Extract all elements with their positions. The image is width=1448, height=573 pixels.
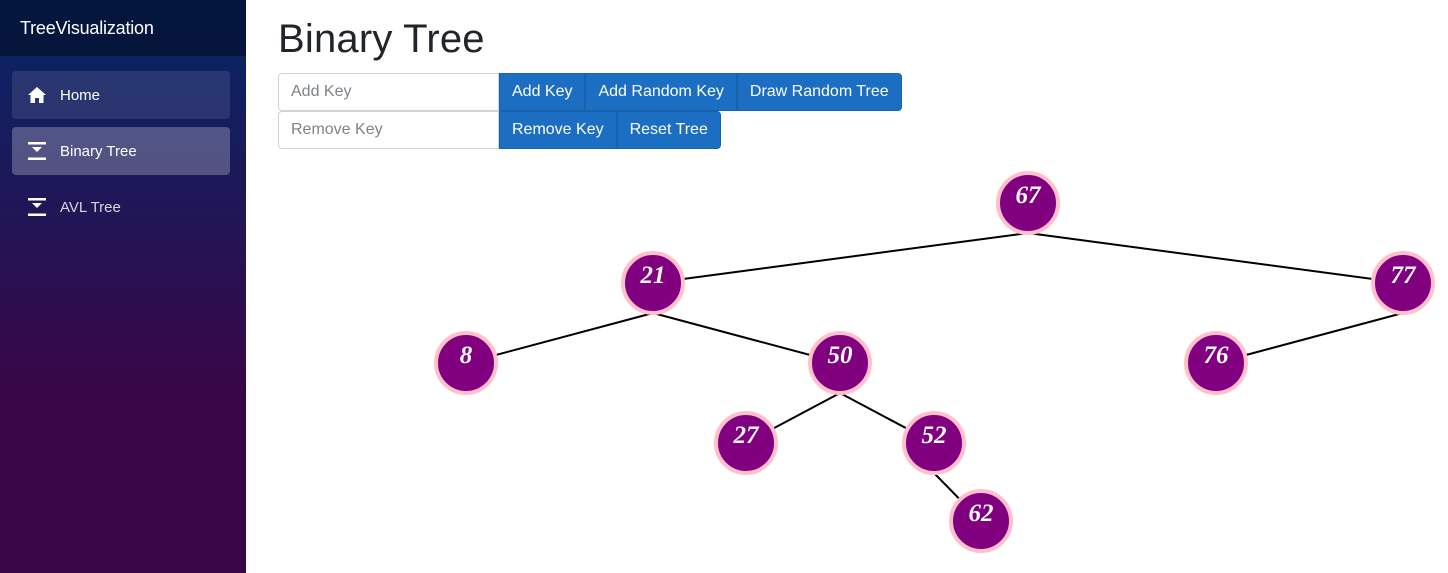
page-title: Binary Tree <box>278 17 485 61</box>
tree-node-label: 21 <box>640 262 666 289</box>
tree-edge-21-50 <box>652 312 841 364</box>
tree-node-circle <box>949 489 1013 553</box>
tree-node-label: 77 <box>1391 262 1418 289</box>
tree-edge-67-21 <box>652 232 1029 284</box>
reset-tree-button[interactable]: Reset Tree <box>616 111 721 149</box>
tree-node-circle <box>808 331 872 395</box>
tree-node-76[interactable]: 76 <box>1184 331 1248 395</box>
sidebar-item-binary-tree[interactable]: Binary Tree <box>12 127 230 175</box>
tree-node-circle <box>714 411 778 475</box>
tree-node-62[interactable]: 62 <box>949 489 1013 553</box>
remove-controls: Remove Key Reset Tree <box>278 111 721 149</box>
tree-node-8[interactable]: 8 <box>434 331 498 395</box>
vertical-align-center-icon <box>26 140 48 162</box>
sidebar-item-label: Binary Tree <box>60 142 137 160</box>
brand-title[interactable]: TreeVisualization <box>0 0 246 56</box>
tree-node-circle <box>621 251 685 315</box>
tree-node-label: 62 <box>969 500 994 527</box>
tree-node-label: 52 <box>922 422 947 449</box>
tree-node-circle <box>434 331 498 395</box>
add-key-input[interactable] <box>278 73 499 111</box>
tree-node-circle <box>1371 251 1435 315</box>
tree-node-27[interactable]: 27 <box>714 411 778 475</box>
tree-node-circle <box>902 411 966 475</box>
vertical-align-center-icon <box>26 196 48 218</box>
sidebar-nav: Home Binary Tree AVL Tree <box>0 56 246 231</box>
tree-edge-67-77 <box>1027 232 1404 284</box>
tree-edge-21-8 <box>465 312 654 364</box>
sidebar-item-label: AVL Tree <box>60 198 121 216</box>
tree-node-label: 76 <box>1204 342 1230 369</box>
tree-node-circle <box>996 171 1060 235</box>
sidebar-item-home[interactable]: Home <box>12 71 230 119</box>
tree-canvas: 67 21 77 8 50 76 27 52 62 <box>434 171 1435 553</box>
draw-random-tree-button[interactable]: Draw Random Tree <box>736 73 902 111</box>
tree-node-label: 67 <box>1016 182 1043 209</box>
tree-node-50[interactable]: 50 <box>808 331 872 395</box>
home-icon <box>26 84 48 106</box>
add-controls: Add Key Add Random Key Draw Random Tree <box>278 73 902 111</box>
tree-node-label: 50 <box>828 342 854 369</box>
sidebar: TreeVisualization Home Binary Tree AVL T… <box>0 0 246 573</box>
tree-node-label: 27 <box>733 422 761 449</box>
remove-key-button[interactable]: Remove Key <box>499 111 617 149</box>
tree-node-label: 8 <box>460 342 473 369</box>
tree-edge-77-76 <box>1215 312 1404 364</box>
tree-node-52[interactable]: 52 <box>902 411 966 475</box>
tree-node-67[interactable]: 67 <box>996 171 1060 235</box>
main-content: Binary Tree Add Key Add Random Key Draw … <box>246 0 1448 573</box>
add-key-button[interactable]: Add Key <box>499 73 586 111</box>
sidebar-item-label: Home <box>60 86 101 104</box>
tree-node-circle <box>1184 331 1248 395</box>
sidebar-item-avl-tree[interactable]: AVL Tree <box>12 183 230 231</box>
tree-node-21[interactable]: 21 <box>621 251 685 315</box>
remove-key-input[interactable] <box>278 111 499 149</box>
tree-node-77[interactable]: 77 <box>1371 251 1435 315</box>
add-random-key-button[interactable]: Add Random Key <box>585 73 737 111</box>
